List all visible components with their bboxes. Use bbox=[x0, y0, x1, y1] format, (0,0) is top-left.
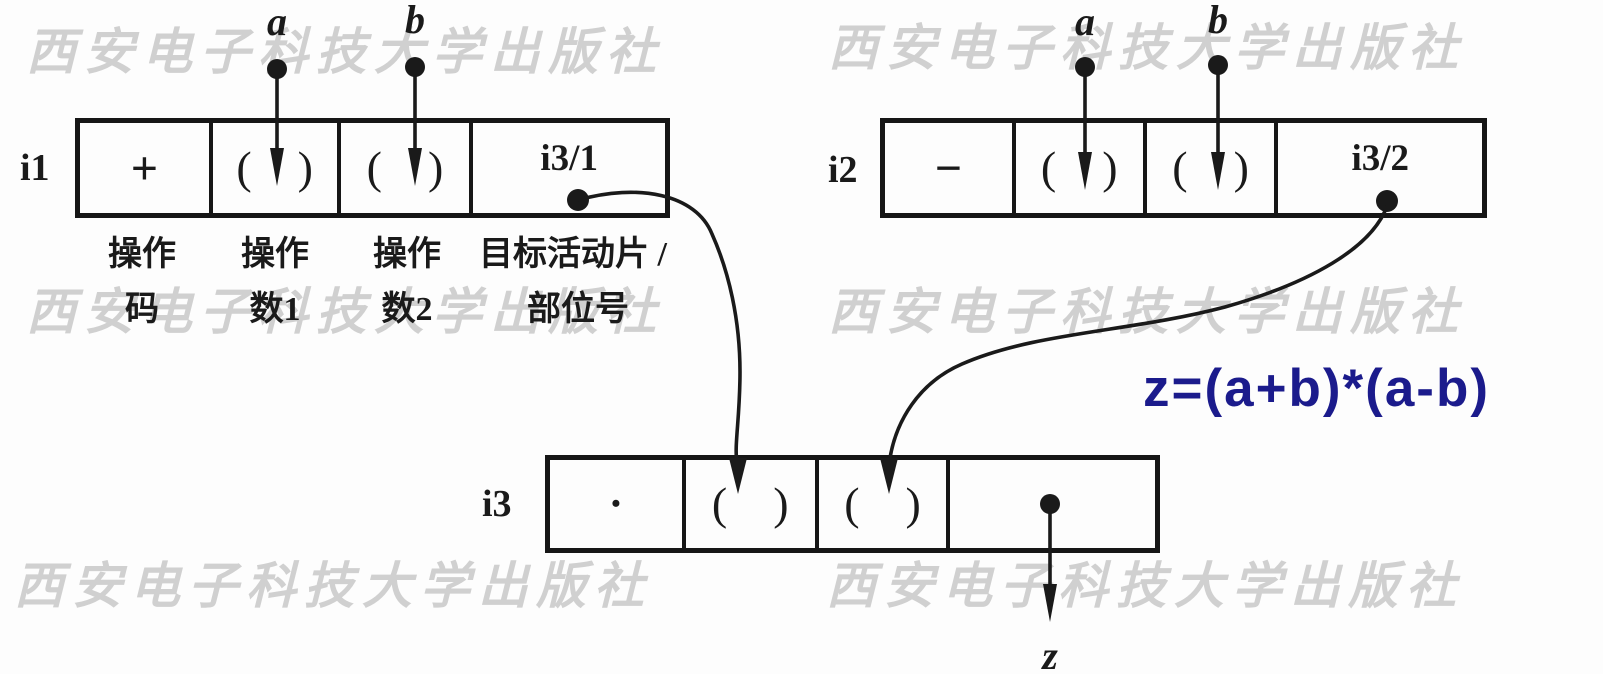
i3-opcode-cell: • bbox=[550, 460, 686, 548]
i1-operand2-cell: ( ) bbox=[341, 123, 474, 213]
i2-opcode: − bbox=[934, 141, 963, 195]
paren-open: ( bbox=[711, 478, 728, 529]
row-label-i3: i3 bbox=[482, 483, 512, 525]
paren-close: ) bbox=[297, 142, 313, 193]
label-opcode-line1: 操作 bbox=[108, 236, 176, 273]
row-label-i1: i1 bbox=[20, 147, 50, 189]
var-a-label-i1: a bbox=[267, 0, 287, 44]
paren-open: ( bbox=[1040, 142, 1057, 193]
label-operand1-line1: 操作 bbox=[241, 236, 309, 273]
paren-open: ( bbox=[236, 142, 252, 193]
paren-open: ( bbox=[366, 142, 382, 193]
var-z-label: z bbox=[1042, 633, 1058, 674]
i1-target-ref: i3/1 bbox=[540, 138, 598, 179]
paren-close: ) bbox=[1102, 142, 1118, 193]
i2-target-cell: i3/2 bbox=[1278, 123, 1482, 213]
var-a-label-i2: a bbox=[1075, 0, 1095, 44]
paren-close: ) bbox=[905, 478, 921, 529]
expression-annotation: z=(a+b)*(a-b) bbox=[1143, 359, 1490, 418]
i2-target-ref: i3/2 bbox=[1351, 138, 1409, 179]
var-b-label-i1: b bbox=[405, 0, 425, 42]
label-operand1-line2: 数1 bbox=[249, 291, 301, 328]
watermark-bottom-right: 西安电子科技大学出版社 bbox=[826, 558, 1464, 614]
watermark-top-left: 西安电子科技大学出版社 bbox=[26, 24, 664, 80]
i1-opcode: + bbox=[130, 141, 159, 195]
label-operand2-line2: 数2 bbox=[381, 291, 433, 328]
instruction-box-i3: • ( ) ( ) bbox=[545, 455, 1160, 553]
i2-operand1-cell: ( ) bbox=[1016, 123, 1147, 213]
label-target-line2: 部位号 bbox=[527, 291, 629, 328]
paren-open: ( bbox=[1172, 142, 1188, 193]
var-b-label-i2: b bbox=[1208, 0, 1228, 42]
row-label-i2: i2 bbox=[828, 149, 858, 191]
i3-operand1-cell: ( ) bbox=[686, 460, 819, 548]
label-operand2-line1: 操作 bbox=[373, 236, 441, 273]
label-opcode-line2: 码 bbox=[125, 291, 159, 328]
watermark-mid-right: 西安电子科技大学出版社 bbox=[828, 284, 1466, 340]
instruction-box-i1: + ( ) ( ) i3/1 bbox=[75, 118, 670, 218]
i3-operand2-cell: ( ) bbox=[819, 460, 951, 548]
i1-operand1-cell: ( ) bbox=[213, 123, 341, 213]
paren-open: ( bbox=[844, 478, 860, 529]
i3-opcode: • bbox=[611, 489, 621, 518]
i1-opcode-cell: + bbox=[80, 123, 213, 213]
label-target-line1: 目标活动片 / bbox=[479, 236, 667, 273]
paren-close: ) bbox=[1233, 142, 1249, 193]
paren-close: ) bbox=[773, 478, 789, 529]
watermark-mid-left: 西安电子科技大学出版社 bbox=[26, 284, 664, 340]
watermark-top-right: 西安电子科技大学出版社 bbox=[828, 20, 1466, 76]
watermark-bottom-left: 西安电子科技大学出版社 bbox=[14, 558, 652, 614]
i2-operand2-cell: ( ) bbox=[1147, 123, 1279, 213]
i2-opcode-cell: − bbox=[885, 123, 1016, 213]
i1-target-cell: i3/1 bbox=[473, 123, 665, 213]
paren-close: ) bbox=[427, 142, 444, 193]
i3-result-cell bbox=[950, 460, 1155, 548]
instruction-box-i2: − ( ) ( ) i3/2 bbox=[880, 118, 1487, 218]
